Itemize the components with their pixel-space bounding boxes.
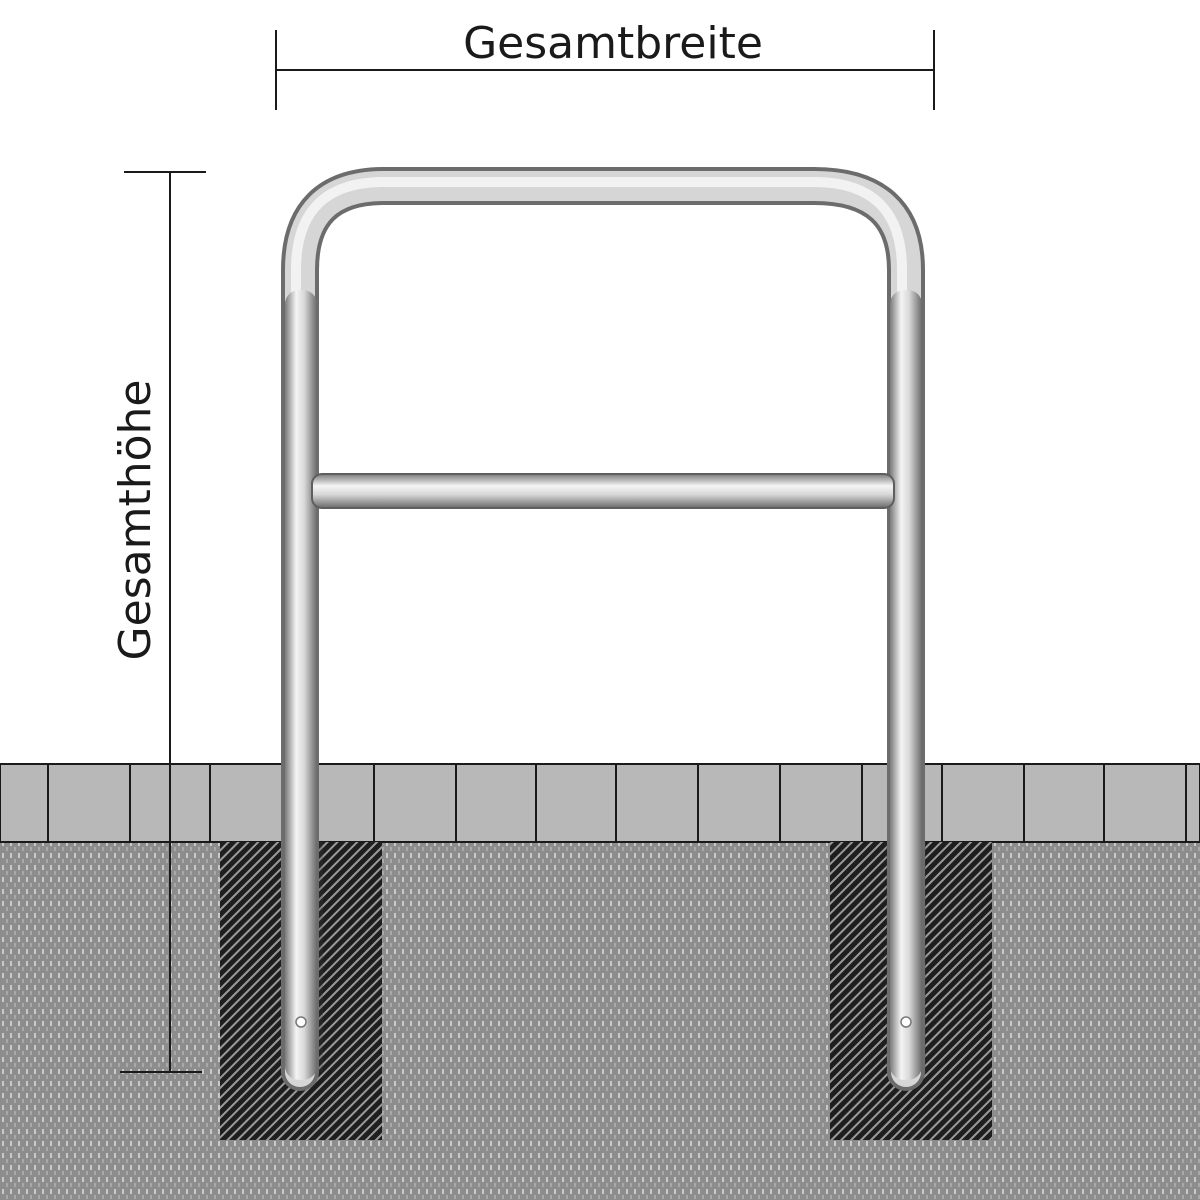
paving-stones	[0, 763, 1200, 843]
ground-soil	[0, 842, 1200, 1200]
crossbar	[311, 473, 895, 509]
height-dimension-label: Gesamthöhe	[110, 380, 161, 661]
height-dimension	[120, 171, 206, 1073]
width-dimension-label: Gesamtbreite	[463, 18, 763, 69]
width-dimension	[275, 30, 935, 110]
mounting-hole-left	[295, 1016, 307, 1028]
mounting-hole-right	[900, 1016, 912, 1028]
bike-stand-hoop	[281, 167, 925, 1091]
